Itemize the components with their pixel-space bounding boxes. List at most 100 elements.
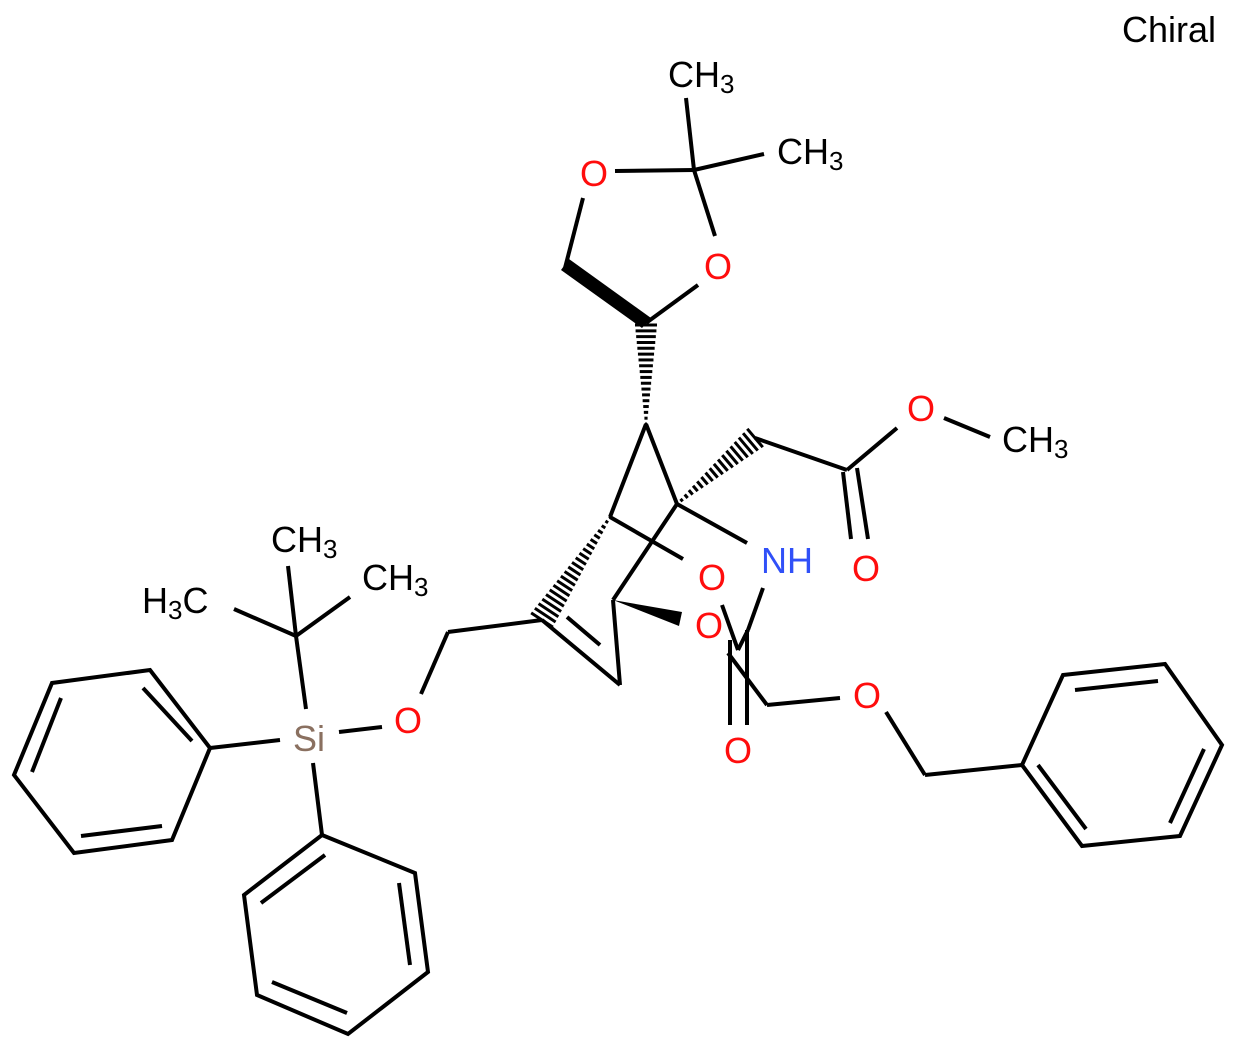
bond: [294, 595, 352, 638]
hash-mark: [560, 574, 576, 587]
bond: [644, 283, 700, 325]
hash-mark: [556, 579, 574, 592]
bond: [841, 471, 853, 540]
methyl-group: CH3: [777, 131, 843, 176]
bond: [294, 635, 308, 710]
hash-mark: [604, 519, 609, 525]
benzene-ring: [1019, 661, 1225, 849]
methyl-group: CH3: [668, 54, 734, 99]
hash-mark: [574, 556, 587, 566]
atom-oxygen: O: [394, 700, 422, 741]
bond: [30, 697, 63, 773]
atom-oxygen: O: [907, 388, 935, 429]
hash-mark: [716, 458, 729, 472]
atom-oxygen: O: [580, 153, 608, 194]
hash-mark: [578, 551, 590, 561]
hash-mark: [534, 606, 557, 624]
hash-mark: [563, 570, 579, 582]
hash-mark: [733, 440, 749, 459]
atom-silicon: Si: [293, 718, 325, 759]
hash-mark: [567, 565, 582, 577]
hash-mark: [746, 427, 764, 449]
hash-mark: [679, 497, 684, 503]
hash-mark: [608, 515, 612, 519]
hash-mark: [571, 561, 585, 571]
bond: [259, 853, 327, 905]
methyl-group: CH3: [362, 557, 428, 602]
bond: [80, 824, 163, 838]
bond: [540, 618, 622, 687]
bond: [611, 502, 679, 602]
hash-mark: [675, 502, 679, 506]
wedge-bond: [561, 259, 651, 328]
bond: [311, 762, 324, 836]
chiral-label: Chiral: [1122, 9, 1216, 50]
bond: [271, 980, 348, 1015]
bond: [676, 502, 748, 545]
hash-mark: [704, 471, 714, 483]
atom-nh: NH: [761, 540, 813, 581]
bond: [397, 882, 412, 966]
bond: [563, 197, 585, 269]
hash-mark: [589, 538, 598, 545]
bond: [609, 515, 684, 561]
bond: [419, 631, 450, 695]
bond: [884, 710, 927, 777]
bond: [209, 738, 281, 750]
atom-oxygen: O: [853, 675, 881, 716]
bond: [614, 168, 695, 173]
methyl-group: H3C: [142, 580, 208, 625]
hash-mark: [593, 533, 601, 540]
bond: [1036, 763, 1088, 831]
atom-oxygen: O: [698, 557, 726, 598]
bond: [943, 416, 991, 439]
hash-mark: [541, 597, 562, 613]
bond: [684, 97, 696, 171]
bond: [726, 651, 769, 707]
hashed-bonds: [530, 323, 764, 629]
hash-mark: [552, 584, 571, 598]
hash-mark: [683, 493, 689, 499]
bond: [233, 607, 297, 638]
bond: [693, 152, 765, 172]
hash-mark: [729, 445, 744, 462]
bond: [338, 725, 383, 734]
bond: [855, 467, 870, 540]
hash-mark: [600, 524, 607, 530]
hash-mark: [700, 476, 709, 486]
bond: [644, 423, 679, 505]
hash-mark: [548, 588, 568, 603]
benzene-ring: [241, 832, 431, 1037]
hash-mark: [537, 602, 560, 618]
hash-mark: [687, 489, 694, 496]
bond: [565, 615, 602, 647]
hash-mark: [741, 432, 759, 452]
wedge-bond: [613, 600, 682, 626]
hash-mark: [725, 449, 739, 466]
hash-mark: [586, 542, 596, 551]
atom-oxygen: O: [852, 548, 880, 589]
bond: [754, 436, 848, 472]
hash-mark: [597, 528, 604, 535]
bond: [845, 426, 899, 472]
hash-mark: [737, 436, 754, 455]
bond: [766, 696, 841, 707]
bond: [746, 587, 765, 631]
benzene-ring: [11, 667, 213, 856]
hash-mark: [545, 593, 565, 608]
bond: [608, 423, 648, 518]
hash-mark: [691, 484, 699, 493]
bond: [447, 618, 543, 634]
bond: [141, 686, 194, 743]
hash-mark: [721, 454, 734, 469]
hash-mark: [582, 547, 593, 556]
bond: [1168, 748, 1206, 824]
bond: [286, 565, 298, 637]
hash-mark: [708, 467, 719, 479]
bond: [611, 599, 622, 686]
atom-oxygen: O: [704, 246, 732, 287]
hash-mark: [530, 611, 554, 629]
hash-mark: [696, 480, 704, 489]
atom-oxygen: O: [695, 605, 723, 646]
methyl-group: CH3: [1002, 419, 1068, 464]
